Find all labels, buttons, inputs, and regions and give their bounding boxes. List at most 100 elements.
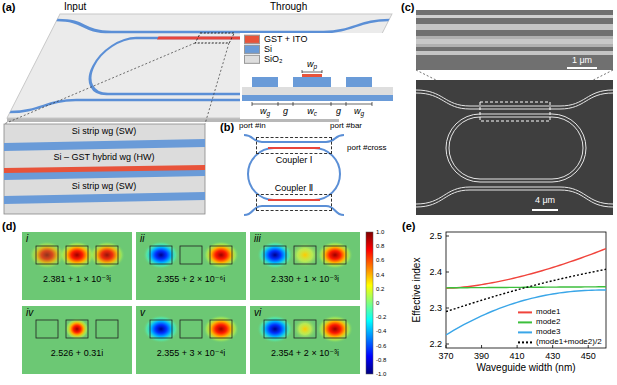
waveguide-outline-part [324,320,346,338]
effective-index-value: 2.330 + 1 × 10⁻³i [271,274,339,284]
colorbar-tick: 0.4 [376,271,384,278]
cross-section-part [372,102,373,106]
mode-field [136,232,246,300]
legend-item: Si [244,44,272,54]
sem-zoom-part [416,24,613,30]
sem-device-part [449,117,583,179]
legend-item: mode2 [518,317,560,326]
waveguide-outline-part [66,246,88,264]
mode-field-part [290,242,320,268]
port-label: port #cross [347,143,387,152]
mode-panel: iv2.526 + 0.31i [22,306,132,374]
colorbar-tick: -0.4 [376,328,386,335]
cross-section-part [302,74,322,77]
cross-section-part [252,102,253,106]
symbol-main: w [354,106,361,116]
axis-ticks-part [446,308,449,309]
zoom-inset-part [4,192,205,204]
colorbar-tick: 0 [376,300,379,307]
colorbar-tick: -0.8 [376,356,386,363]
axis-ticks-part [481,345,482,348]
legend-text: SiO₂ [264,54,283,64]
port-label: port #in [239,121,266,130]
cross-section-part [278,102,279,106]
sem-zoom-part [416,15,613,18]
dimension-label: wc [307,106,317,117]
cross-section-part [252,77,278,87]
cross-section-part [302,72,322,73]
panel-letter: (a) [2,1,15,14]
legend-item: (mode1+mode2)/2 [518,337,602,346]
symbol-subscript: g [266,110,270,117]
tick-label: 2.3 [429,303,442,313]
colorbar-tick: 0.6 [376,257,384,264]
dimension-label: wp [307,59,317,70]
waveguide-outline-part [324,246,346,264]
mode-numeral: i [26,233,28,245]
sem-zoom-part [567,67,597,69]
mode-panel: vi 2.354 + 2 × 10⁻³i [250,306,360,374]
sem-device-part [480,102,550,121]
symbol-subscript: g [360,110,364,117]
mode-field-part [257,241,293,269]
mode-field-part [250,306,360,374]
mode-numeral: vi [254,307,261,319]
effective-index-value: 2.381 + 1 × 10⁻³i [43,274,111,284]
ring-schematic-part [248,148,340,200]
legend-swatch [244,55,260,64]
coupler-box: Coupler Ⅰ [256,137,332,154]
cross-section [240,33,395,119]
effective-index-value: 2.526 + 0.31i [51,348,103,358]
coupler-label: Coupler Ⅰ [276,155,313,165]
sem-device-part [446,114,586,182]
waveguide-outline-part [96,246,118,264]
chip-slab-part [195,33,234,43]
zoom-inset-part [4,139,205,151]
mode-panel: v2.355 + 3 × 10⁻⁴i [136,306,246,374]
colorbar-tick: 0.8 [376,243,384,250]
mode-field-part [89,241,125,269]
waveguide-label: Si strip wg (SW) [72,126,137,136]
scale-bar-label: 1 μm [572,55,592,65]
legend-text: Si [264,44,272,54]
axis-ticks-part [446,345,447,348]
mode-field-part [143,241,179,269]
sem-zoom-part [416,39,613,44]
coupler-box: Coupler Ⅱ [256,194,332,211]
plot-curves [446,249,606,335]
symbol-subscript: p [313,63,317,70]
legend-item: mode3 [518,327,560,336]
mode-field-part [203,241,239,269]
mode-field-part [257,315,293,343]
mode-field-part [250,232,360,300]
chip-slab-part [51,20,389,32]
tick-label: 390 [474,351,489,361]
zoom-leader [4,43,195,124]
axis-ticks-part [446,236,449,237]
mode-field [250,232,360,300]
colorbar-tick: 1.0 [376,229,384,236]
legend-text: mode3 [536,327,560,336]
tick-label: 430 [545,351,560,361]
dimension-label: wg [260,106,270,117]
effective-index-value: 2.354 + 2 × 10⁻³i [271,348,339,358]
sem-zoom [416,10,613,70]
zoom-inset [4,124,205,214]
panel-letter: (d) [2,220,16,233]
symbol-subscript: c [314,110,317,117]
cross-section-part [346,77,372,87]
colorbar [366,232,373,374]
mode-numeral: ii [140,233,144,245]
cross-section-part [302,70,303,73]
zoom-leader [205,43,229,124]
dimension-label: g [336,106,341,116]
waveguide-outline-part [264,246,286,264]
waveguide-outline-part [66,320,88,338]
symbol-main: w [260,106,267,116]
sem-device-part [416,90,613,106]
mode-field-part [65,318,89,340]
cross-section-part [240,33,395,119]
mode-field-part [203,315,239,343]
sem-device [416,80,613,215]
